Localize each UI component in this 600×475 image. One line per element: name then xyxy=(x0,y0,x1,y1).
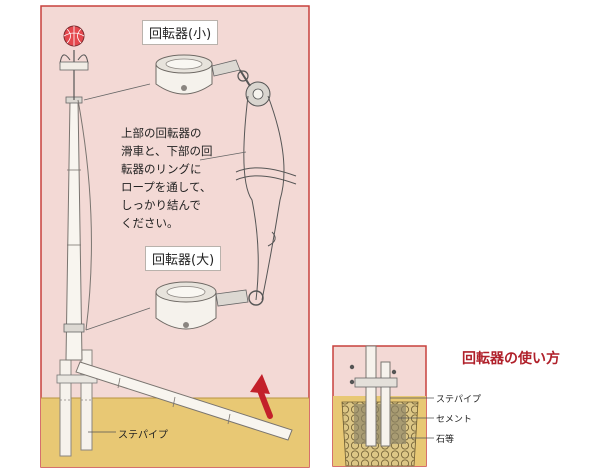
leader-line-small xyxy=(83,83,151,101)
raise-arrow-icon xyxy=(250,374,273,419)
lowered-pole xyxy=(75,361,293,441)
detail-panel xyxy=(332,345,434,467)
instruction-line: 転器のリングに xyxy=(121,162,202,176)
instruction-line: 上部の回転器の xyxy=(121,126,202,140)
detail-label-cement: セメント xyxy=(436,415,472,425)
detail-title: 回転器の使い方 xyxy=(462,351,560,367)
instruction-line: ロープを通して、 xyxy=(121,180,212,194)
pole-rope xyxy=(77,99,92,331)
small-rotator xyxy=(155,54,241,95)
pipe-label: ステパイプ xyxy=(118,430,168,441)
large-rotator-label: 回転器(大) xyxy=(145,246,222,271)
instruction-line: 滑車と、下部の回 xyxy=(121,144,213,158)
large-rotator xyxy=(155,281,264,330)
pulley xyxy=(237,69,271,107)
finial-ball xyxy=(59,25,89,100)
instruction-text: 上部の回転器の 滑車と、下部の回 転器のリングに ロープを通して、 しっかり結ん… xyxy=(121,124,213,232)
ground-pipe xyxy=(56,349,98,457)
pulley-rope xyxy=(235,95,297,301)
small-rotator-label: 回転器(小) xyxy=(142,20,219,45)
instruction-leader xyxy=(199,151,247,161)
detail-label-pipe: ステパイプ xyxy=(436,395,482,405)
detail-label-stones: 石等 xyxy=(436,435,455,445)
instruction-line: しっかり結んで xyxy=(121,198,201,212)
leader-line-large xyxy=(85,307,151,331)
instruction-line: ください。 xyxy=(121,216,179,230)
